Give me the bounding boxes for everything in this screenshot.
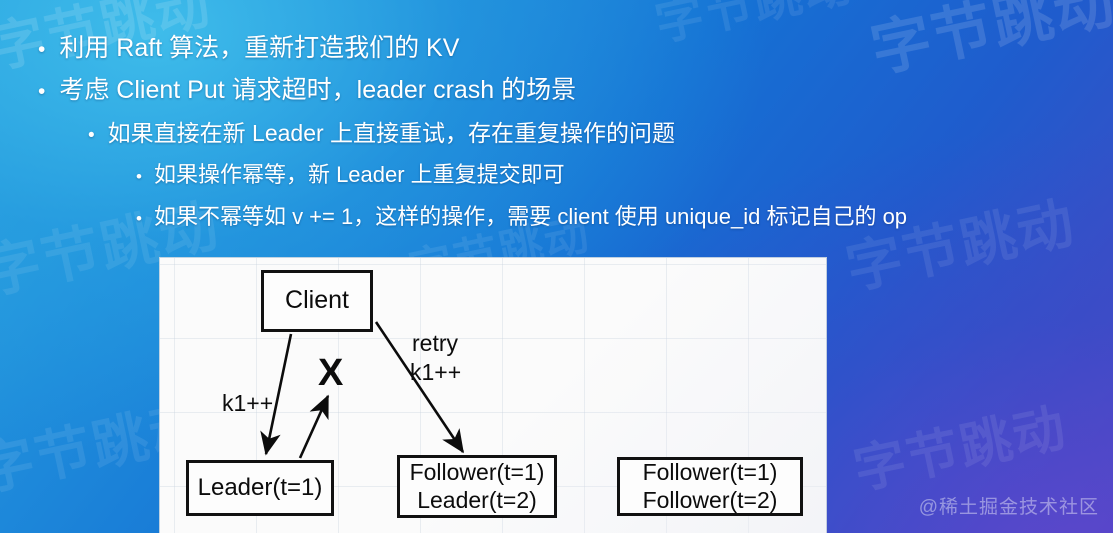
bullet-item: • 考虑 Client Put 请求超时，leader crash 的场景 xyxy=(38,70,576,106)
node-line-2: Follower(t=2) xyxy=(642,487,778,513)
edge-label-retry: retry xyxy=(412,330,458,356)
node-leader-t1: Leader(t=1) xyxy=(186,460,334,516)
background-watermark: 字节跳动 xyxy=(650,0,858,52)
bullet-text: 利用 Raft 算法，重新打造我们的 KV xyxy=(59,34,460,62)
edge-label-k1-left: k1++ xyxy=(222,390,274,416)
edge-leader-response-lost xyxy=(298,394,330,459)
edge-label-k1-retry: k1++ xyxy=(410,359,462,385)
failure-cross-icon: X xyxy=(318,352,344,394)
bullet-text: 如果直接在新 Leader 上直接重试，存在重复操作的问题 xyxy=(107,120,676,146)
bullet-marker: • xyxy=(38,38,46,61)
node-line-2: Leader(t=2) xyxy=(417,487,537,513)
bullet-marker: • xyxy=(136,167,142,186)
bullet-item: • 利用 Raft 算法，重新打造我们的 KV xyxy=(38,28,459,64)
background-watermark: 字节跳动 xyxy=(840,190,1081,301)
edge-client-retry-to-new-leader xyxy=(374,321,465,454)
node-leader-t1-label: Leader(t=1) xyxy=(197,473,323,501)
node-client: Client xyxy=(261,270,373,332)
background-watermark: 字节跳动 xyxy=(865,0,1113,85)
bullet-item: • 如果不幂等如 v += 1，这样的操作，需要 client 使用 uniqu… xyxy=(136,199,907,231)
bullet-marker: • xyxy=(88,125,95,146)
bullet-item: • 如果操作幂等，新 Leader 上重复提交即可 xyxy=(136,157,565,189)
node-line-1: Follower(t=1) xyxy=(409,458,545,485)
bullet-marker: • xyxy=(136,209,142,228)
bullet-text: 如果操作幂等，新 Leader 上重复提交即可 xyxy=(153,162,565,187)
credit-watermark: @稀土掘金技术社区 xyxy=(918,497,1099,518)
node-line-1: Follower(t=1) xyxy=(642,458,778,485)
raft-retry-diagram: Client Leader(t=1) Follower(t=1) Leader(… xyxy=(160,258,826,533)
node-follower-t1-leader-t2: Follower(t=1) Leader(t=2) xyxy=(397,455,557,518)
bullet-item: • 如果直接在新 Leader 上直接重试，存在重复操作的问题 xyxy=(88,114,675,148)
edge-client-to-leader xyxy=(260,333,293,456)
node-client-label: Client xyxy=(285,286,349,315)
background-watermark: 字节跳动 xyxy=(848,398,1073,501)
bullet-text: 如果不幂等如 v += 1，这样的操作，需要 client 使用 unique_… xyxy=(153,204,908,229)
node-follower-t1-follower-t2: Follower(t=1) Follower(t=2) xyxy=(617,457,803,516)
bullet-text: 考虑 Client Put 请求超时，leader crash 的场景 xyxy=(59,76,577,104)
diagram-arrows xyxy=(260,321,465,459)
bullet-marker: • xyxy=(38,80,46,103)
